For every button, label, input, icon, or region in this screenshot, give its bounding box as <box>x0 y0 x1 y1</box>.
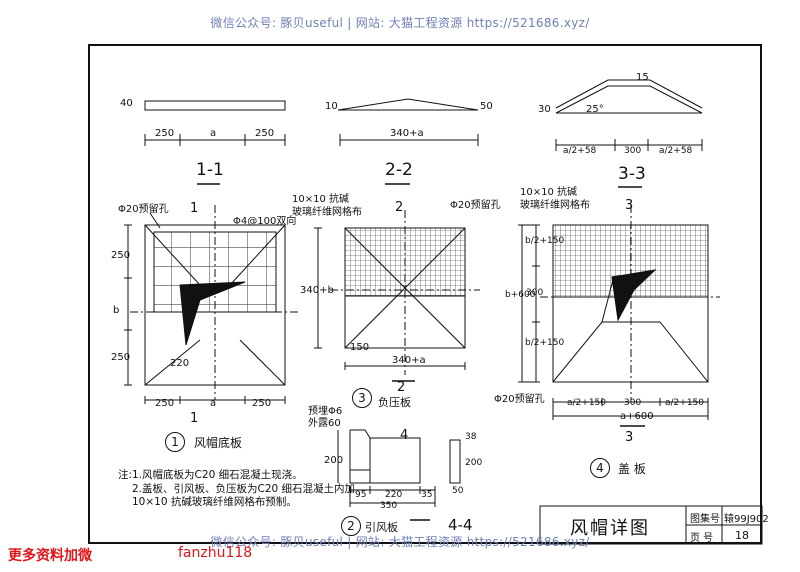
p4-cut: 4 <box>400 428 409 443</box>
s22-left: 10 <box>325 101 338 112</box>
section-2-2 <box>337 98 479 185</box>
atlas-value: 辕99J902 <box>724 514 769 525</box>
s11-dim-1: 250 <box>155 128 175 139</box>
p1-left-1: 250 <box>111 250 131 261</box>
title-block-lines <box>539 505 763 545</box>
watermark-bottom: 微信公众号: 豚贝useful | 网站: 大猫工程资源 https://521… <box>210 535 590 549</box>
p2-mesh: 10×10 抗碱 <box>292 194 350 205</box>
p2-name: 负压板 <box>378 396 411 409</box>
plan-1 <box>124 205 300 404</box>
p1-bottom-3: 250 <box>252 398 272 409</box>
s33-left: 30 <box>538 104 551 115</box>
p3-left-2: 300 <box>526 288 544 298</box>
p1-num: 1 <box>165 432 185 452</box>
p2-cut-top: 2 <box>395 200 404 215</box>
s11-title: 1-1 <box>196 160 224 180</box>
p2-left: 340+b <box>300 285 334 296</box>
p3-bottom-3: a/2+150 <box>665 398 704 408</box>
p2-num: 3 <box>352 388 372 408</box>
s33-right: 15 <box>636 72 649 83</box>
plan-4 <box>337 429 461 521</box>
section-1-1 <box>144 100 286 185</box>
p3-cut-bottom: 3 <box>625 430 634 445</box>
p1-bottom-1: 250 <box>155 398 175 409</box>
p4-side-w: 50 <box>452 486 464 496</box>
p1-bottom-2: a <box>210 398 217 409</box>
s33-angle: 25° <box>586 104 604 115</box>
p1-left-3: 250 <box>111 352 131 363</box>
p4-prebar2: 外露60 <box>308 418 341 429</box>
p1-rebar: Φ4@100双向 <box>233 216 297 227</box>
page-value: 18 <box>735 529 749 542</box>
drawing-frame <box>88 44 762 544</box>
note-2: 2.盖板、引风板、负压板为C20 细石混凝土内加 <box>132 482 356 495</box>
plan-3 <box>518 205 720 427</box>
plan-2 <box>314 210 480 382</box>
note-1: 注:1.风帽底板为C20 细石混凝土现浇。 <box>118 469 303 481</box>
p1-hole: Φ20预留孔 <box>118 204 169 215</box>
p4-height: 200 <box>324 455 344 466</box>
p4-bottom-1: 95 <box>355 490 367 500</box>
s11-dim-2: a <box>210 128 217 139</box>
p3-bottom-total: a+600 <box>620 411 654 422</box>
notes: 注:1.风帽底板为C20 细石混凝土现浇。 2.盖板、引风板、负压板为C20 细… <box>118 469 355 510</box>
p4-prebar1: 预埋Φ6 <box>308 406 343 417</box>
p2-hole: Φ20预留孔 <box>450 200 501 211</box>
p4-sec: 4-4 <box>448 516 473 534</box>
p3-num: 4 <box>590 458 610 478</box>
p3-left-3: b/2+150 <box>525 338 565 348</box>
p3-hole: Φ20预留孔 <box>494 394 545 405</box>
p1-cut-bottom: 1 <box>190 411 199 426</box>
watermark-top: 微信公众号: 豚贝useful | 网站: 大猫工程资源 https://521… <box>210 16 590 30</box>
s22-dim: 340+a <box>390 128 424 139</box>
p1-left-2: b <box>113 305 120 316</box>
s33-dim-2: 300 <box>624 146 642 156</box>
p3-left-1: b/2+150 <box>525 236 565 246</box>
page-label: 页 号 <box>690 533 714 544</box>
p3-bottom-1: a/2+150 <box>567 398 606 408</box>
s11-dim-3: 250 <box>255 128 275 139</box>
p3-cut-top: 3 <box>625 198 634 213</box>
s22-title: 2-2 <box>385 160 413 180</box>
p1-diag: 220 <box>170 358 190 369</box>
p1-name: 风帽底板 <box>194 436 243 450</box>
section-3-3 <box>555 79 703 188</box>
p4-name: 引风板 <box>365 521 398 534</box>
promo-right: fanzhu118 <box>178 545 253 561</box>
p3-name: 盖 板 <box>618 462 646 476</box>
p2-diag: 150 <box>350 342 370 353</box>
p2-mesh2: 玻璃纤维网格布 <box>292 207 362 218</box>
s33-title: 3-3 <box>618 164 646 184</box>
s33-dim-1: a/2+58 <box>563 146 597 156</box>
p4-bottom-3: 35 <box>421 490 433 500</box>
p2-cut-bottom: 2 <box>397 380 406 395</box>
s22-right: 50 <box>480 101 493 112</box>
p4-num: 2 <box>341 516 361 536</box>
title-block-title: 风帽详图 <box>570 518 650 539</box>
p2-bottom: 340+a <box>392 355 426 366</box>
note-3: 10×10 抗碱玻璃纤维网格布预制。 <box>132 496 297 508</box>
p4-side-h: 200 <box>465 458 483 468</box>
p4-bottom-2: 220 <box>385 490 403 500</box>
promo-left: 更多资料加微 <box>8 548 92 564</box>
p4-total: 350 <box>380 501 398 511</box>
p3-mesh2: 玻璃纤维网格布 <box>520 200 590 211</box>
p3-left-total: b+600 <box>505 290 536 300</box>
p3-mesh: 10×10 抗碱 <box>520 187 578 198</box>
s33-dim-3: a/2+58 <box>659 146 693 156</box>
p1-cut-top: 1 <box>190 201 199 216</box>
p4-side-top: 38 <box>465 432 477 442</box>
atlas-label: 图集号 <box>690 514 720 525</box>
p3-bottom-2: 300 <box>624 398 642 408</box>
s11-thick: 40 <box>120 98 133 109</box>
